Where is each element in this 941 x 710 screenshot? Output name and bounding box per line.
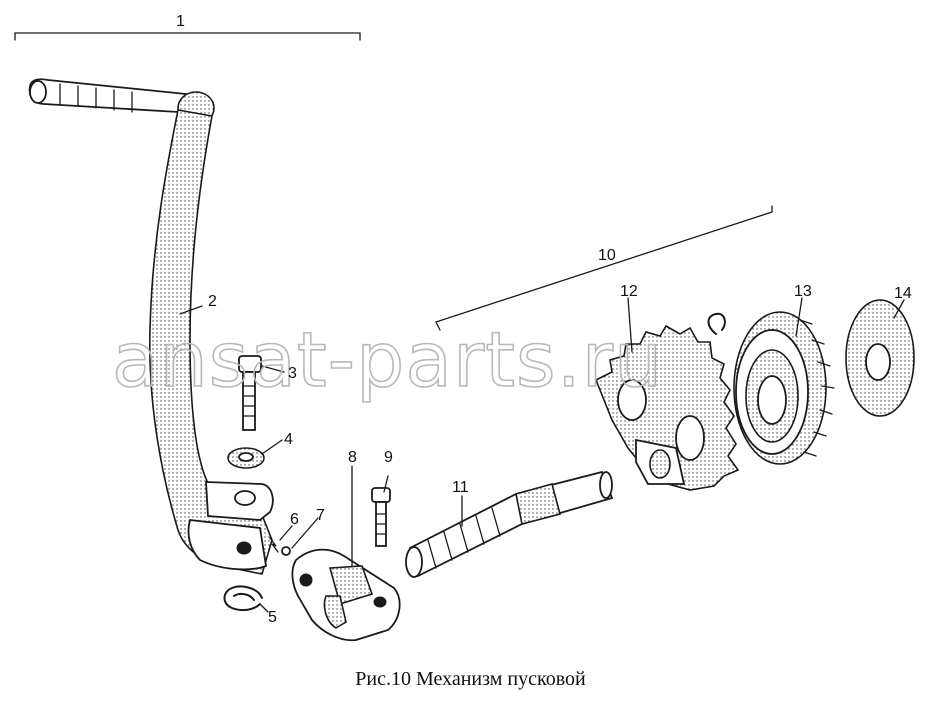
callout-2: 2 <box>208 293 217 310</box>
ball-part-7 <box>281 546 291 556</box>
bracket-assembly-10 <box>435 205 773 331</box>
callout-13: 13 <box>794 283 812 300</box>
leader-lines <box>179 297 905 613</box>
bolt-part-9 <box>371 487 391 547</box>
ratchet-ring-part-13 <box>707 311 835 465</box>
callout-9: 9 <box>384 449 393 466</box>
circlip-part-5 <box>223 585 263 612</box>
callout-3: 3 <box>288 365 297 382</box>
callout-7: 7 <box>316 507 325 524</box>
bolt-part-3 <box>238 355 262 431</box>
ratchet-clamp-part-8 <box>291 548 401 642</box>
callout-11: 11 <box>452 479 469 496</box>
callout-5: 5 <box>268 609 277 626</box>
watermark-text: ansat-parts.ru <box>112 315 663 404</box>
callout-6: 6 <box>290 511 299 528</box>
callout-12: 12 <box>620 283 638 300</box>
splined-shaft-part-11 <box>405 470 614 578</box>
callout-14: 14 <box>894 285 912 302</box>
callout-1: 1 <box>176 13 185 30</box>
callout-8: 8 <box>348 449 357 466</box>
thrust-washer-part-14 <box>845 299 915 417</box>
gear-sector-part-12 <box>594 324 740 491</box>
callout-10: 10 <box>598 247 616 264</box>
bracket-assembly-1 <box>14 32 361 41</box>
kick-lever-part-2 <box>28 78 274 575</box>
spring-part-6 <box>269 537 279 553</box>
callout-4: 4 <box>284 431 293 448</box>
figure-caption: Рис.10 Механизм пусковой <box>355 668 586 690</box>
washer-part-4 <box>227 447 265 469</box>
